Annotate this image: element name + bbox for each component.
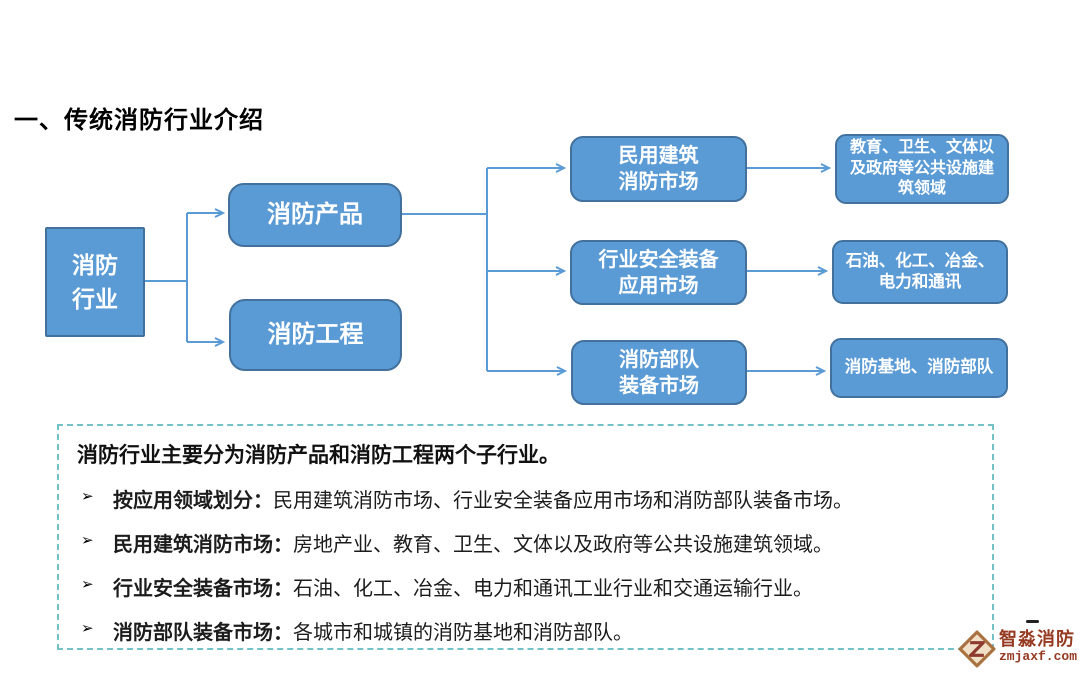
logo-company-name: 智淼消防 (999, 629, 1075, 649)
node-fire-industry-line1: 消防 (72, 251, 118, 278)
node-civil-detail: 教育、卫生、文体以及政府等公共设施建筑领域 (835, 134, 1009, 204)
notes-panel: 消防行业主要分为消防产品和消防工程两个子行业。 ➢ 按应用领域划分： 民用建筑消… (57, 424, 994, 650)
logo-website: zmjaxf.com (999, 648, 1078, 664)
bullet-text: 各城市和城镇的消防基地和消防部队。 (293, 622, 633, 644)
bullet-text: 房地产业、教育、卫生、文体以及政府等公共设施建筑领域。 (293, 534, 833, 556)
bullet-arrow-icon: ➢ (81, 620, 94, 637)
page-number-mark (1026, 620, 1039, 623)
bullet-text: 民用建筑消防市场、行业安全装备应用市场和消防部队装备市场。 (273, 490, 853, 512)
bullet-arrow-icon: ➢ (81, 488, 94, 505)
bullet-label: 民用建筑消防市场： (113, 534, 293, 556)
bullet-application-split: ➢ 按应用领域划分： 民用建筑消防市场、行业安全装备应用市场和消防部队装备市场。 (75, 484, 978, 513)
bullet-text: 石油、化工、冶金、电力和通讯工业行业和交通运输行业。 (293, 578, 813, 600)
bullet-label: 按应用领域划分： (113, 490, 273, 512)
bullet-arrow-icon: ➢ (81, 576, 94, 593)
node-industrial-safety-market: 行业安全装备 应用市场 (570, 240, 747, 305)
bullet-civil-market: ➢ 民用建筑消防市场： 房地产业、教育、卫生、文体以及政府等公共设施建筑领域。 (75, 528, 978, 557)
bullet-label: 行业安全装备市场： (113, 578, 293, 600)
node-fire-brigade-market-line1: 消防部队 (619, 348, 699, 371)
node-civil-detail-label: 教育、卫生、文体以及政府等公共设施建筑领域 (849, 138, 994, 198)
bullet-brigade-market: ➢ 消防部队装备市场： 各城市和城镇的消防基地和消防部队。 (75, 616, 978, 645)
bullet-label: 消防部队装备市场： (113, 622, 293, 644)
node-civil-building-market: 民用建筑 消防市场 (570, 136, 747, 202)
node-fire-engineering: 消防工程 (229, 299, 402, 371)
node-fire-products: 消防产品 (228, 183, 402, 247)
notes-summary: 消防行业主要分为消防产品和消防工程两个子行业。 (77, 444, 560, 467)
bullet-industrial-market: ➢ 行业安全装备市场： 石油、化工、冶金、电力和通讯工业行业和交通运输行业。 (75, 572, 978, 601)
node-fire-industry-line2: 行业 (72, 286, 118, 312)
node-fire-products-label: 消防产品 (267, 201, 363, 229)
logo-texts: 智淼消防 zmjaxf.com (999, 629, 1077, 664)
node-industrial-detail-label: 石油、化工、冶金、电力和通讯 (845, 251, 995, 291)
node-fire-engineering-label: 消防工程 (267, 321, 364, 349)
node-fire-brigade-market-line2: 装备市场 (619, 374, 699, 397)
node-civil-building-market-line1: 民用建筑 (618, 145, 699, 167)
node-industrial-detail: 石油、化工、冶金、电力和通讯 (832, 240, 1008, 304)
node-civil-building-market-line2: 消防市场 (618, 171, 699, 193)
bullet-arrow-icon: ➢ (81, 532, 94, 549)
node-industrial-safety-market-line2: 应用市场 (618, 274, 699, 297)
watermark-logo: 智淼消防 zmjaxf.com (958, 629, 1077, 668)
node-brigade-detail: 消防基地、消防部队 (830, 338, 1008, 398)
page-title: 一、传统消防行业介绍 (14, 107, 264, 135)
node-brigade-detail-label: 消防基地、消防部队 (844, 358, 994, 377)
node-fire-brigade-market: 消防部队 装备市场 (571, 340, 747, 405)
logo-diamond-icon (958, 630, 996, 668)
node-industrial-safety-market-line1: 行业安全装备 (598, 248, 719, 271)
node-fire-industry: 消防 行业 (45, 227, 145, 337)
